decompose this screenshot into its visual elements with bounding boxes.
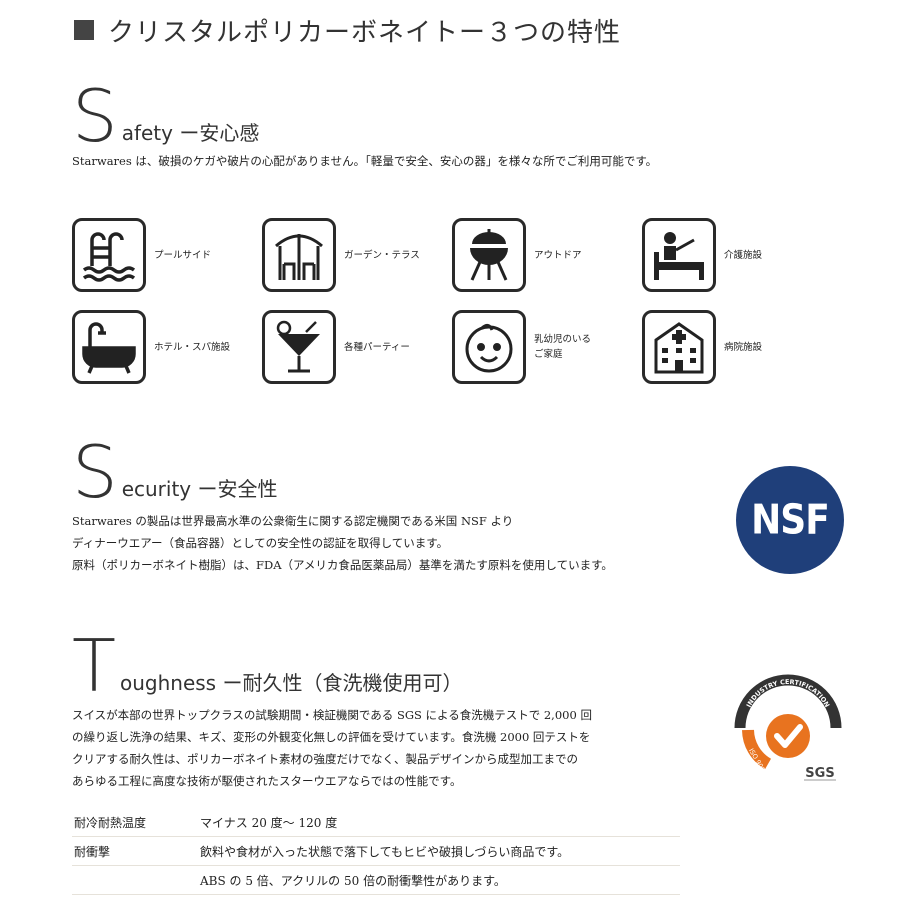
icon-cell-outdoor: アウトドア xyxy=(452,218,582,292)
security-title: S ecurity ー安全性 xyxy=(72,430,278,514)
toughness-initial: T xyxy=(72,624,116,708)
safety-text: Starwares は、破損のケガや破片の心配がありません。「軽量で安全、安心の… xyxy=(72,150,657,172)
security-line: Starwares の製品は世界最高水準の公衆衛生に関する認定機関である米国 N… xyxy=(72,514,514,528)
toughness-line: の繰り返し洗浄の結果、キズ、変形の外観変化無しの評価を受けています。食洗機 20… xyxy=(72,730,591,744)
safety-line: Starwares は、破損のケガや破片の心配がありません。「軽量で安全、安心の… xyxy=(72,154,658,168)
baby-face-icon xyxy=(452,310,526,384)
spec-value: 飲料や食材が入った状態で落下してもヒビや破損しづらい商品です。 xyxy=(200,844,570,859)
page-heading: クリスタルポリカーボネイトー３つの特性 xyxy=(74,12,621,48)
spec-row: 耐冷耐熱温度 マイナス 20 度～ 120 度 xyxy=(72,808,680,837)
spec-value: マイナス 20 度～ 120 度 xyxy=(200,815,338,830)
heading-text: クリスタルポリカーボネイトー３つの特性 xyxy=(108,17,622,48)
security-initial: S xyxy=(72,430,118,514)
nsf-badge-text: NSF xyxy=(751,496,830,544)
icon-cell-hotel: ホテル・スパ施設 xyxy=(72,310,230,384)
bathtub-icon xyxy=(72,310,146,384)
icon-cell-family: 乳幼児のいる ご家庭 xyxy=(452,310,591,384)
toughness-line: クリアする耐久性は、ポリカーボネイト素材の強度だけでなく、製品デザインから成型加… xyxy=(72,752,578,766)
icon-label: アウトドア xyxy=(534,249,582,261)
safety-initial: S xyxy=(72,74,118,158)
bbq-grill-icon xyxy=(452,218,526,292)
spec-key: 耐衝撃 xyxy=(74,844,111,859)
toughness-line: あらゆる工程に高度な技術が駆使されたスターウエアならではの性能です。 xyxy=(72,774,462,788)
care-bed-icon xyxy=(642,218,716,292)
garden-terrace-icon xyxy=(262,218,336,292)
icon-cell-party: 各種パーティー xyxy=(262,310,410,384)
icon-cell-garden: ガーデン・テラス xyxy=(262,218,420,292)
svg-text:INDUSTRY CERTIFICATION: INDUSTRY CERTIFICATION xyxy=(745,678,831,709)
sgs-badge: INDUSTRY CERTIFICATION ISO 9001 SGS xyxy=(734,674,842,781)
sgs-arc-text: INDUSTRY CERTIFICATION xyxy=(745,678,831,709)
icon-label: 介護施設 xyxy=(724,249,763,261)
hospital-icon xyxy=(642,310,716,384)
spec-row: ABS の 5 倍、アクリルの 50 倍の耐衝撃性があります。 xyxy=(72,866,680,895)
security-heading: ecurity ー安全性 xyxy=(121,477,278,501)
icon-label: ガーデン・テラス xyxy=(344,249,420,261)
icon-label: 乳幼児のいる ご家庭 xyxy=(534,334,592,360)
icon-label: 病院施設 xyxy=(724,341,763,353)
security-line: ディナーウエアー（食品容器）としての安全性の認証を取得しています。 xyxy=(72,536,449,550)
toughness-title: T oughness ー耐久性（食洗機使用可） xyxy=(72,624,463,708)
safety-title: S afety ー安心感 xyxy=(72,74,260,158)
icon-label: プールサイド xyxy=(154,249,212,261)
icon-label: ホテル・スパ施設 xyxy=(154,341,231,353)
icon-cell-poolside: プールサイド xyxy=(72,218,211,292)
spec-table: 耐冷耐熱温度 マイナス 20 度～ 120 度 耐衝撃 飲料や食材が入った状態で… xyxy=(72,808,680,895)
safety-heading: afety ー安心感 xyxy=(121,121,260,145)
sgs-text: SGS xyxy=(805,766,834,781)
heading-square-icon xyxy=(74,20,94,40)
nsf-badge: NSF xyxy=(736,466,844,574)
spec-value: ABS の 5 倍、アクリルの 50 倍の耐衝撃性があります。 xyxy=(200,873,506,888)
spec-key: 耐冷耐熱温度 xyxy=(74,815,147,830)
icon-label: 各種パーティー xyxy=(344,341,410,353)
spec-row: 耐衝撃 飲料や食材が入った状態で落下してもヒビや破損しづらい商品です。 xyxy=(72,837,680,866)
toughness-heading: oughness ー耐久性（食洗機使用可） xyxy=(119,671,463,695)
icon-cell-care: 介護施設 xyxy=(642,218,762,292)
security-line: 原料（ポリカーボネイト樹脂）は、FDA（アメリカ食品医薬品局）基準を満たす原料を… xyxy=(72,558,613,572)
icon-cell-hospital: 病院施設 xyxy=(642,310,762,384)
toughness-line: スイスが本部の世界トップクラスの試験期間・検証機関である SGS による食洗機テ… xyxy=(72,708,592,722)
security-text: Starwares の製品は世界最高水準の公衆衛生に関する認定機関である米国 N… xyxy=(72,510,613,576)
toughness-text: スイスが本部の世界トップクラスの試験期間・検証機関である SGS による食洗機テ… xyxy=(72,704,592,792)
cocktail-glass-icon xyxy=(262,310,336,384)
pool-ladder-icon xyxy=(72,218,146,292)
